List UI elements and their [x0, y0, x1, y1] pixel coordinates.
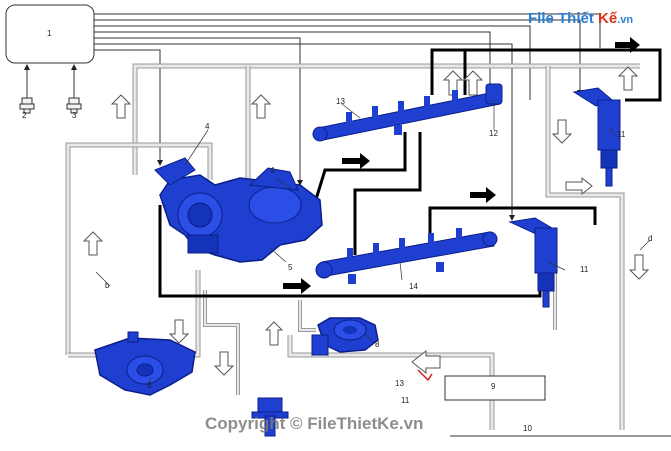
leader-lines — [95, 100, 651, 385]
label-sensor-3: 3 — [72, 111, 77, 120]
label-ecu: 1 — [47, 29, 52, 38]
fuel-filter-pump — [311, 317, 379, 356]
injector-bottom — [508, 217, 558, 308]
return-box — [444, 375, 546, 401]
label-rail-top: 13 — [336, 97, 345, 106]
label-rail-sensor: 12 — [489, 129, 498, 138]
watermark-top: File Thiết Kế.vn — [528, 10, 633, 27]
signal-wires — [24, 13, 601, 221]
label-pump-body: 5 — [288, 263, 293, 272]
label-injector-top: 11 — [617, 130, 626, 139]
high-pressure-pump — [154, 157, 323, 263]
injector-top — [572, 87, 621, 187]
watermark-domain: .vn — [617, 14, 634, 26]
red-tick-icon — [417, 369, 433, 382]
fuel-rail-bottom — [315, 228, 498, 284]
label-rail-bottom: 14 — [409, 282, 418, 291]
flow-arrows-hollow — [82, 66, 650, 376]
watermark-thiet: Thiết — [558, 10, 594, 27]
label-return-box: 9 — [491, 382, 496, 391]
label-filter-pump: 8 — [375, 340, 380, 349]
watermark-bottom: Copyright © FileThietKe.vn — [205, 414, 424, 433]
sensor-plug-icon — [19, 97, 35, 114]
low-pressure-pump — [94, 331, 196, 396]
sensor-plug-icon — [66, 97, 82, 114]
label-bottom-13: 13 — [395, 379, 404, 388]
label-line-b: b — [105, 281, 110, 290]
label-sensor-2: 2 — [22, 111, 27, 120]
label-line-d: d — [648, 234, 653, 243]
flow-arrows-black — [283, 37, 640, 294]
watermark-ke: Kế — [598, 10, 618, 27]
label-pump-right: 4 — [270, 166, 275, 175]
label-bottom-11: 11 — [401, 396, 410, 405]
label-injector-bottom: 11 — [580, 265, 589, 274]
watermark-file: File — [528, 10, 554, 27]
fuel-rail-top — [312, 83, 503, 142]
ecu-box — [5, 4, 95, 64]
label-pump-top: 4 — [205, 122, 210, 131]
label-tank-line: 10 — [523, 424, 532, 433]
label-low-pressure-pump: 6 — [147, 381, 152, 390]
bottom-pump — [251, 397, 289, 437]
